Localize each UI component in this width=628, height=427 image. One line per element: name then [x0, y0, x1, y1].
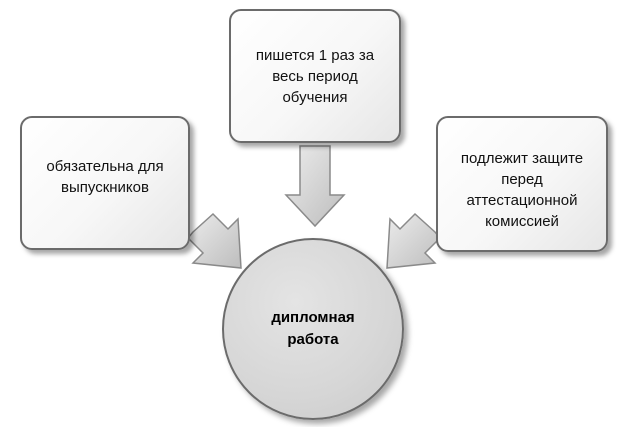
arrow-top-down: [284, 145, 346, 228]
box-top-written-once: пишется 1 раз за весь период обучения: [229, 9, 401, 143]
box-right-text: подлежит защите перед аттестационной ком…: [461, 148, 583, 232]
box-right-line-3: аттестационной: [466, 192, 578, 209]
box-right-line-2: перед: [501, 171, 543, 188]
center-line-1: дипломная: [271, 309, 355, 326]
box-right-defense: подлежит защите перед аттестационной ком…: [436, 116, 608, 252]
box-left-text: обязательна для выпускников: [46, 156, 163, 198]
arrow-left-diagonal: [186, 212, 242, 269]
center-line-2: работа: [287, 331, 339, 348]
box-top-text: пишется 1 раз за весь период обучения: [256, 45, 374, 108]
box-right-line-1: подлежит защите: [460, 150, 584, 167]
box-left-line-1: обязательна для: [46, 158, 164, 175]
box-top-line-1: пишется 1 раз за: [255, 47, 375, 64]
box-left-line-2: выпускников: [61, 179, 149, 196]
box-top-line-3: обучения: [282, 89, 348, 106]
box-left-mandatory: обязательна для выпускников: [20, 116, 190, 250]
arrow-right-diagonal: [386, 212, 442, 269]
box-right-line-4: комиссией: [485, 213, 559, 230]
center-circle-thesis: дипломная работа: [222, 238, 404, 420]
box-top-line-2: весь период: [272, 68, 358, 85]
